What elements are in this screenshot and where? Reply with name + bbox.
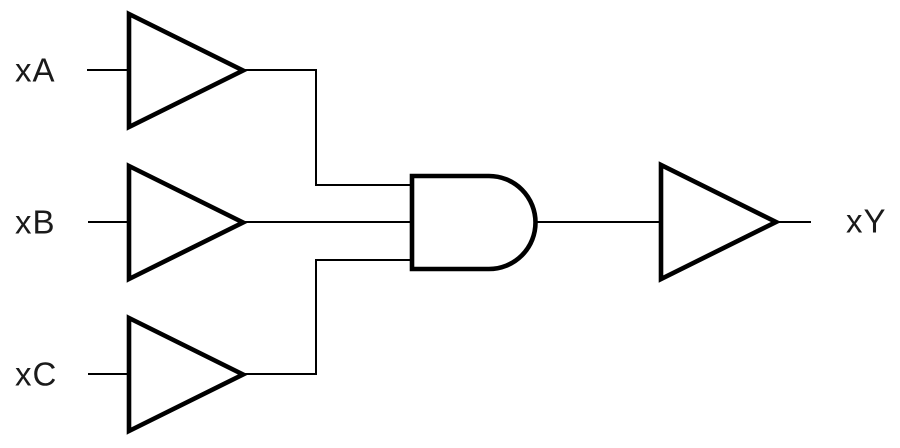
label-input-c: xC [15,356,57,393]
wires [87,69,811,375]
buffer-a-triangle [126,10,249,131]
buffer-gate-c [126,314,249,435]
buffer-gate-a [126,10,249,131]
buffer-b-triangle [126,162,249,283]
buffer-gate-b [126,162,249,283]
buffer-output-triangle [658,161,782,283]
wire-buffer-a-to-and [243,69,411,186]
pin-labels: xA xB xC xY [15,52,887,393]
label-output-y: xY [846,203,887,240]
label-input-a: xA [15,52,56,89]
buffer-gate-output [658,161,782,283]
buffer-c-triangle [126,314,249,435]
and-gate-body [409,173,538,272]
and-gate [409,173,538,272]
wire-buffer-c-to-and [243,259,411,375]
label-input-b: xB [15,204,56,241]
